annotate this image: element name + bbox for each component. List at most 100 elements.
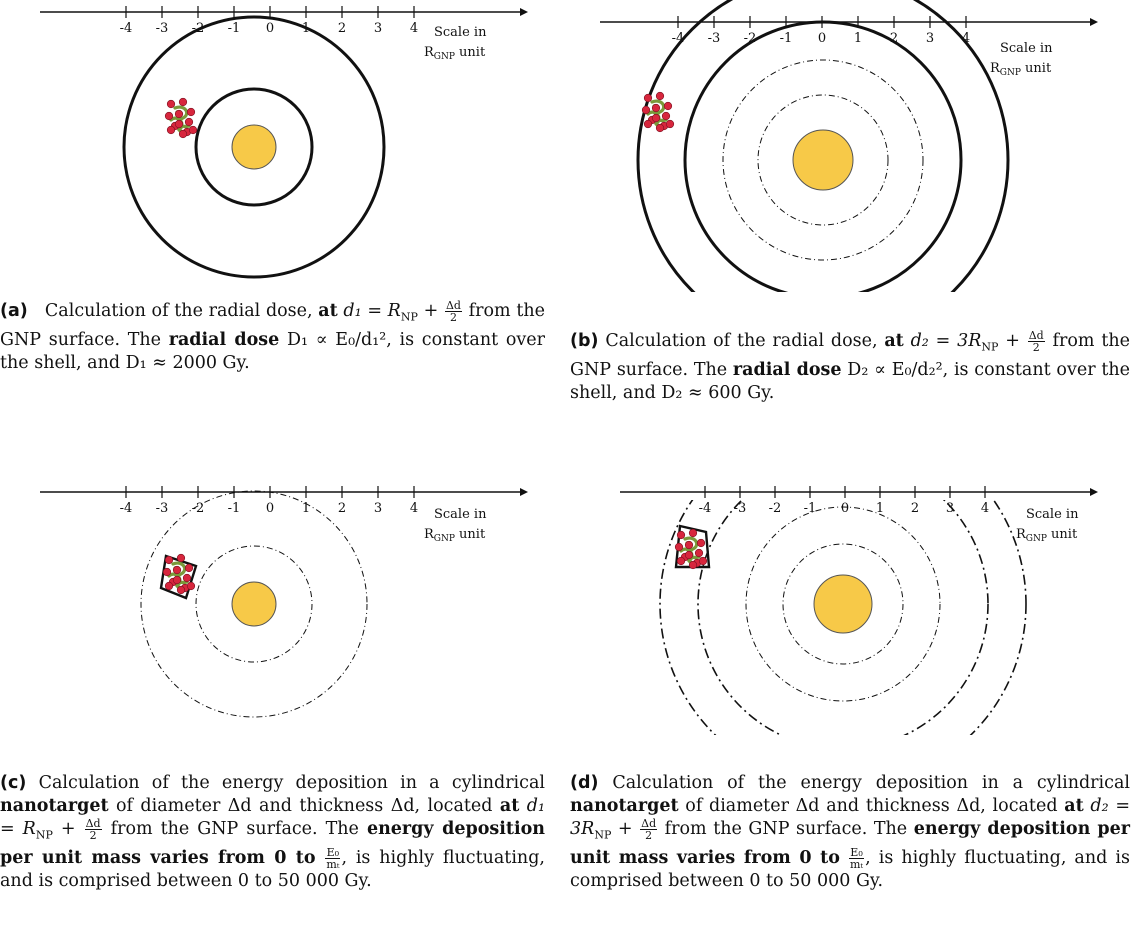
molecule-atom bbox=[164, 111, 174, 121]
scale-ticks: -4 -3 -2 -1 0 1 2 3 4 bbox=[120, 486, 418, 516]
molecule-atom bbox=[698, 556, 708, 566]
molecule-atom bbox=[174, 109, 184, 119]
scale-tick-label: -1 bbox=[780, 31, 793, 46]
scale-tick-label: 2 bbox=[338, 501, 346, 516]
guide-ring-outer bbox=[745, 506, 941, 702]
scale-tick-label: 1 bbox=[876, 501, 884, 516]
scale-tick-label: -1 bbox=[228, 501, 241, 516]
caption-c: (c) Calculation of the energy deposition… bbox=[0, 773, 546, 891]
molecule-atom bbox=[651, 103, 661, 113]
scale-tick-label: 1 bbox=[302, 501, 310, 516]
gnp-core bbox=[231, 124, 277, 170]
nanotarget-cylinder bbox=[674, 524, 711, 569]
scale-tick-label: 1 bbox=[854, 31, 862, 46]
molecule-atom bbox=[676, 556, 686, 566]
molecule-atom bbox=[643, 119, 653, 129]
caption-a: (a) Calculation of the radial dose, at d… bbox=[0, 299, 545, 373]
scale-axis-arrow bbox=[1090, 488, 1098, 496]
molecule-atom bbox=[643, 93, 653, 103]
scale-tick-label: 4 bbox=[410, 501, 418, 516]
scale-tick-label: -3 bbox=[708, 31, 721, 46]
molecule-atom bbox=[166, 99, 176, 109]
caption-d: (d) Calculation of the energy deposition… bbox=[570, 773, 1130, 891]
scale-tick-label: -4 bbox=[699, 501, 712, 516]
scale-label-line1: Scale in bbox=[1000, 41, 1053, 56]
scale-tick-label: -4 bbox=[120, 21, 133, 36]
molecule-atom bbox=[651, 113, 661, 123]
shell-outer bbox=[636, 0, 1010, 292]
shell-inner bbox=[194, 87, 314, 207]
molecule-atom bbox=[688, 528, 698, 538]
molecule-atom bbox=[688, 560, 698, 570]
scale-tick-label: 2 bbox=[890, 31, 898, 46]
gnp-core bbox=[792, 129, 854, 191]
scale-axis-arrow bbox=[520, 8, 528, 16]
scale-label-line1: Scale in bbox=[434, 507, 487, 522]
nanotarget-cluster bbox=[674, 528, 708, 570]
guide-ring-inner bbox=[782, 543, 904, 665]
molecule-atom bbox=[684, 540, 694, 550]
scale-label-line2: RGNP unit bbox=[1016, 527, 1078, 544]
molecule-atom bbox=[176, 585, 186, 595]
scale-label-line2: RGNP unit bbox=[990, 61, 1052, 78]
molecule-atom bbox=[661, 111, 671, 121]
molecule-atom bbox=[188, 125, 198, 135]
molecule-atom bbox=[663, 101, 673, 111]
gnp-core bbox=[231, 581, 277, 627]
molecule-atom bbox=[186, 581, 196, 591]
shell-inner bbox=[697, 500, 989, 735]
scale-tick-label: 4 bbox=[962, 31, 970, 46]
guide-ring-inner bbox=[195, 545, 313, 663]
shell-inner bbox=[683, 20, 963, 292]
guide-ring-inner bbox=[757, 94, 889, 226]
molecule-atom bbox=[665, 119, 675, 129]
scale-tick-label: 3 bbox=[374, 21, 382, 36]
molecule-atom bbox=[178, 97, 188, 107]
molecule-atom bbox=[172, 575, 182, 585]
guide-ring-outer bbox=[140, 490, 368, 718]
molecule-atom bbox=[655, 91, 665, 101]
molecule-atom bbox=[186, 107, 196, 117]
molecule-atom bbox=[684, 550, 694, 560]
scale-tick-label: -4 bbox=[120, 501, 133, 516]
molecule-atom bbox=[655, 123, 665, 133]
scale-tick-label: -3 bbox=[156, 501, 169, 516]
nanotarget-cylinder bbox=[159, 554, 198, 600]
caption-b: (b) Calculation of the radial dose, at d… bbox=[570, 329, 1130, 403]
scale-label-line2: RGNP unit bbox=[424, 45, 486, 62]
molecule-atom bbox=[166, 125, 176, 135]
gnp-core bbox=[813, 574, 873, 634]
molecule-atom bbox=[676, 530, 686, 540]
molecule-atom bbox=[164, 581, 174, 591]
shell-outer bbox=[122, 15, 386, 279]
scale-tick-label: 0 bbox=[841, 501, 849, 516]
molecule-atom bbox=[178, 129, 188, 139]
molecule-atom bbox=[641, 105, 651, 115]
scale-tick-label: 0 bbox=[266, 501, 274, 516]
scale-tick-label: 3 bbox=[926, 31, 934, 46]
molecule-atom bbox=[696, 538, 706, 548]
molecule-atom bbox=[694, 548, 704, 558]
scale-tick-label: -2 bbox=[192, 501, 205, 516]
scale-tick-label: 2 bbox=[338, 21, 346, 36]
scale-tick-label: 2 bbox=[911, 501, 919, 516]
scale-tick-label: -3 bbox=[156, 21, 169, 36]
scale-tick-label: 0 bbox=[266, 21, 274, 36]
molecule-atom bbox=[674, 542, 684, 552]
molecule-atom bbox=[182, 573, 192, 583]
molecule-atom bbox=[164, 555, 174, 565]
molecule-atom bbox=[184, 117, 194, 127]
nanotarget-cluster bbox=[164, 97, 198, 139]
scale-tick-label: -1 bbox=[228, 21, 241, 36]
scale-tick-label: 3 bbox=[374, 501, 382, 516]
molecule-atom bbox=[174, 119, 184, 129]
